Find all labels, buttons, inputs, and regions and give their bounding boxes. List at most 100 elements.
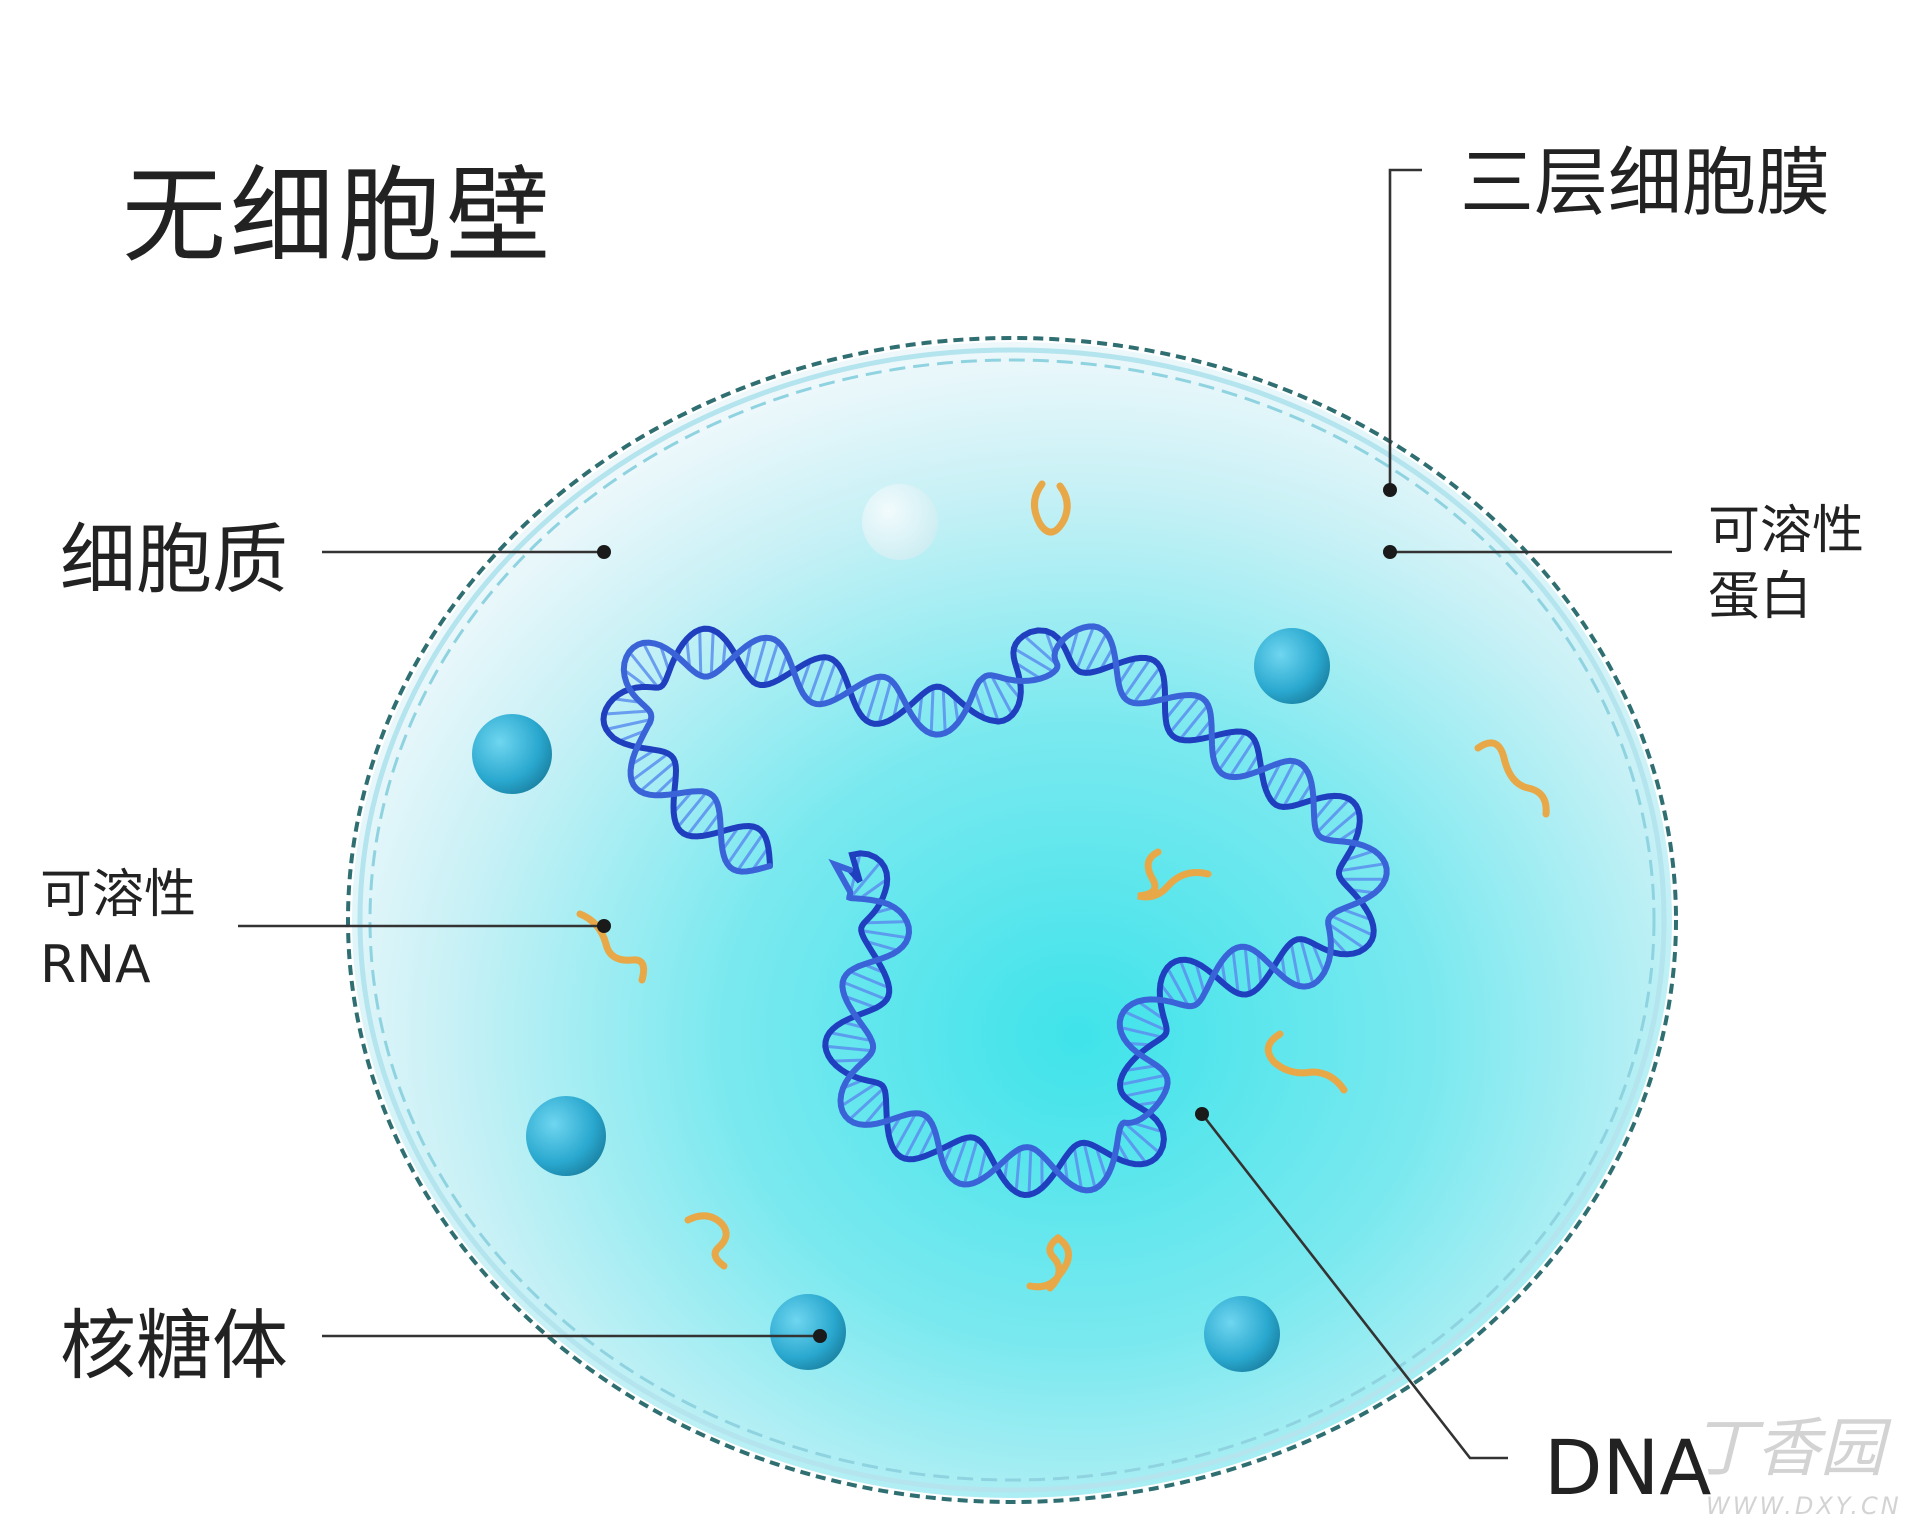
label-rna-line2: RNA <box>40 935 151 995</box>
ribosome-sphere-icon <box>472 714 552 794</box>
dna-base-pair <box>1132 666 1162 704</box>
dna-base-pair <box>840 1081 879 1108</box>
membrane-outer-layer <box>346 336 1678 1504</box>
dna-base-pair <box>829 1031 872 1043</box>
cell <box>346 336 1678 1504</box>
dna-base-pair <box>941 688 947 734</box>
label-protein-line1: 可溶性 <box>1708 501 1864 561</box>
dna-base-pair <box>1264 762 1282 791</box>
page-title: 无细胞壁 <box>122 155 554 277</box>
ribosome-sphere-icon <box>770 1294 846 1370</box>
leader-line-dna <box>1200 1113 1508 1460</box>
dna-base-pair <box>1168 695 1201 734</box>
dna-base-pair <box>825 1044 873 1053</box>
dna-base-pair <box>1256 953 1263 986</box>
callout-membrane: 三层细胞膜 <box>1383 140 1830 497</box>
callout-dna: DNA <box>1195 1107 1711 1512</box>
dna-base-pair <box>1075 625 1096 671</box>
dna-base-pair <box>863 1098 888 1126</box>
dna-base-pair <box>893 1112 918 1152</box>
dna-base-pair <box>1094 1146 1108 1179</box>
dna-base-pair <box>726 825 755 865</box>
dna-base-pair <box>1341 907 1373 922</box>
dna-base-pair <box>842 980 888 1001</box>
leader-line-membrane <box>1388 168 1422 490</box>
dna-base-pair <box>1231 949 1240 994</box>
dna-base-pair <box>818 661 838 705</box>
leader-dot-membrane <box>1383 483 1397 497</box>
dna-base-pair <box>1027 1147 1033 1195</box>
dna-base-pair <box>1123 1085 1168 1098</box>
dna-base-pair <box>903 1116 929 1160</box>
dna-base-pair <box>750 846 770 872</box>
dna-base-pair <box>1217 731 1247 772</box>
dna-base-pair <box>1072 1146 1084 1190</box>
ribosome-sphere-icon <box>1254 628 1330 704</box>
dna-base-pair <box>1013 647 1055 674</box>
leader-dot-protein <box>1383 545 1397 559</box>
dna-base-pair <box>1178 959 1199 1005</box>
dna-base-pair <box>807 656 826 702</box>
dna-base-pair <box>799 660 812 690</box>
dna-base-pair <box>950 1137 969 1180</box>
dna-base-pair <box>1228 738 1256 778</box>
rna-squiggle-icon <box>1474 739 1550 818</box>
dna-base-pair <box>1194 962 1206 994</box>
dna-base-pair <box>1330 914 1374 937</box>
callout-ribosome: 核糖体 <box>60 1301 827 1390</box>
dna-base-pair <box>1124 1064 1158 1073</box>
dna-base-pair <box>929 687 935 734</box>
dna-base-pair <box>977 1148 988 1182</box>
dna-base-pair <box>864 920 907 925</box>
rna-squiggle-icon <box>684 1212 730 1270</box>
dna-base-pair <box>1123 1121 1161 1155</box>
dna-base-pair <box>605 718 652 731</box>
dna-base-pair <box>698 629 703 676</box>
dna-base-pair <box>917 1127 936 1159</box>
dna-base-pair <box>1119 1073 1167 1087</box>
dna-base-pair <box>981 677 1000 723</box>
leader-dot-ribosome <box>813 1329 827 1343</box>
ribosomes <box>472 484 1330 1372</box>
dna-base-pair <box>1014 661 1042 680</box>
dna-base-pair <box>1282 767 1307 808</box>
dna-base-pair <box>641 642 666 684</box>
membrane-inner-layer <box>368 358 1656 1482</box>
ribosome-sphere-icon <box>526 1096 606 1176</box>
dna-base-pair <box>743 642 753 672</box>
dna-base-pair <box>831 1058 866 1063</box>
dna-base-pair <box>630 748 656 766</box>
watermark: 丁香园 WWW.DXY.CN <box>1692 1412 1902 1520</box>
dna-base-pair <box>736 832 765 872</box>
dna-base-pair <box>1271 760 1296 804</box>
dna-base-pair <box>762 641 780 686</box>
rna-fragments <box>576 480 1550 1292</box>
dna-base-pair <box>1323 809 1360 841</box>
dna-base-pair <box>865 939 899 952</box>
dna-base-pair <box>701 812 721 837</box>
dna-base-pair <box>628 650 660 689</box>
cytoplasm-region <box>352 342 1672 1498</box>
rna-squiggle-icon <box>1264 1030 1348 1094</box>
callout-soluble-rna: 可溶性 RNA <box>40 865 611 995</box>
dna-base-pair <box>603 709 650 716</box>
ribosome-sphere-icon <box>862 484 938 560</box>
dna-base-pair <box>1344 849 1375 862</box>
watermark-url: WWW.DXY.CN <box>1706 1492 1902 1520</box>
label-rna-line1: 可溶性 <box>40 865 196 925</box>
dna-base-pair <box>848 1086 885 1122</box>
dna-base-pair <box>1022 634 1059 667</box>
dna-base-pair <box>1164 694 1187 720</box>
dna-base-pair <box>849 860 882 899</box>
dna-base-pair <box>685 638 692 669</box>
dna-base-pair <box>676 791 708 829</box>
label-protein-line2: 蛋白 <box>1708 567 1812 627</box>
dna-base-pair <box>639 760 676 793</box>
dna-base-pair <box>630 752 670 782</box>
ribosome-sphere-icon <box>1204 1296 1280 1372</box>
dna-base-pair <box>672 790 694 814</box>
dna-base-pair <box>1137 1000 1166 1021</box>
rna-squiggle-icon <box>1026 1233 1072 1292</box>
watermark-logo: 丁香园 <box>1692 1412 1892 1486</box>
